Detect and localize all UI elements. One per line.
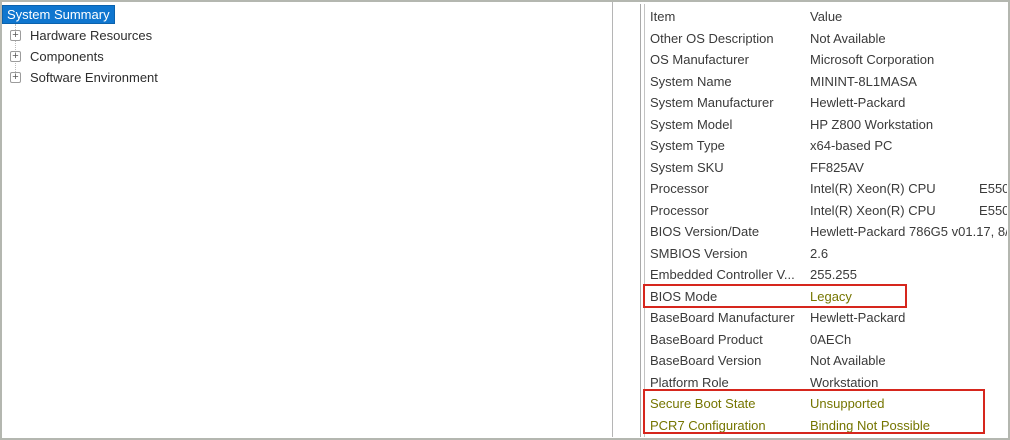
detail-row[interactable]: BIOS Mode Legacy [645, 286, 1007, 308]
detail-row[interactable]: System SKU FF825AV [645, 157, 1007, 179]
tree-item-label: Software Environment [30, 70, 158, 85]
item-cell: Processor [650, 202, 709, 218]
detail-row[interactable]: Secure Boot State Unsupported [645, 393, 1007, 415]
value-cell: Not Available [810, 353, 886, 368]
value-cell: Hewlett-Packard [810, 95, 906, 110]
item-cell: Processor [650, 181, 709, 196]
item-cell: BaseBoard Version [650, 353, 762, 368]
detail-row[interactable]: BIOS Version/Date Hewlett-Packard 786G5 v… [645, 221, 1007, 243]
value-cell: MININT-8L1MASA [810, 73, 917, 89]
value-cell: HP Z800 Workstation [810, 116, 934, 132]
expand-plus-icon[interactable]: + [10, 30, 21, 42]
value-cell: Not Available [810, 30, 886, 46]
item-cell: BIOS Version/Date [650, 224, 760, 239]
pane-divider[interactable] [640, 4, 641, 437]
item-cell: Platform Role [650, 374, 729, 390]
details-header-row: Item Value [645, 6, 1007, 28]
value-cell: Workstation [810, 374, 879, 390]
value-cell: 255.255 [810, 267, 857, 282]
item-cell: OS Manufacturer [650, 52, 749, 67]
item-cell: BaseBoard Product [650, 331, 763, 347]
item-cell: System Model [650, 116, 733, 132]
tree-item-label: Hardware Resources [30, 28, 153, 43]
detail-row[interactable]: SMBIOS Version 2.6 [645, 243, 1007, 265]
detail-row[interactable]: BaseBoard Manufacturer Hewlett-Packard [645, 307, 1007, 329]
item-cell: Other OS Description [650, 30, 774, 46]
value-cell: Hewlett-Packard [810, 310, 906, 325]
category-tree-pane: System Summary + Hardware Resources + Compon… [2, 2, 613, 437]
detail-row[interactable]: PCR7 Configuration Binding Not Possible [645, 415, 1007, 437]
value-cell: Intel(R) Xeon(R) CPU E5506 [810, 181, 1007, 196]
detail-row[interactable]: Other OS Description Not Available [645, 28, 1007, 50]
item-cell: System Type [650, 138, 725, 153]
tree-item-label: Components [30, 49, 104, 64]
tree-item-system-summary[interactable]: System Summary [2, 4, 612, 25]
detail-row[interactable]: System Name MININT-8L1MASA [645, 71, 1007, 93]
tree-item-label: System Summary [2, 5, 115, 24]
detail-row[interactable]: Processor Intel(R) Xeon(R) CPU E5506 [645, 200, 1007, 222]
value-cell: Hewlett-Packard 786G5 v01.17, 8/ [810, 224, 1007, 239]
value-cell: FF825AV [810, 159, 864, 175]
detail-row[interactable]: BaseBoard Product 0AECh [645, 329, 1007, 351]
detail-row[interactable]: System Type x64-based PC [645, 135, 1007, 157]
detail-row[interactable]: System Manufacturer Hewlett-Packard [645, 92, 1007, 114]
item-cell: System SKU [650, 159, 724, 175]
tree-item-hardware-resources[interactable]: + Hardware Resources [2, 25, 612, 46]
detail-row[interactable]: System Model HP Z800 Workstation [645, 114, 1007, 136]
item-cell: Secure Boot State [650, 396, 756, 411]
item-cell: BaseBoard Manufacturer [650, 310, 795, 325]
item-cell: BIOS Mode [650, 288, 718, 304]
detail-row[interactable]: Platform Role Workstation [645, 372, 1007, 394]
value-cell: Intel(R) Xeon(R) CPU E5506 [810, 202, 1007, 218]
value-cell: 0AECh [810, 331, 852, 347]
item-cell: SMBIOS Version [650, 245, 748, 261]
value-cell: Legacy [810, 288, 852, 304]
expand-plus-icon[interactable]: + [10, 72, 21, 84]
detail-row[interactable]: Embedded Controller V... 255.255 [645, 264, 1007, 286]
detail-row[interactable]: Processor Intel(R) Xeon(R) CPU E5506 [645, 178, 1007, 200]
column-header-value[interactable]: Value [810, 9, 843, 24]
value-cell: Microsoft Corporation [810, 52, 935, 67]
expand-plus-icon[interactable]: + [10, 51, 21, 63]
column-header-item[interactable]: Item [650, 9, 676, 24]
detail-row[interactable]: OS Manufacturer Microsoft Corporation [645, 49, 1007, 71]
tree-items: System Summary + Hardware Resources + Compon… [2, 4, 612, 88]
value-cell: Unsupported [810, 396, 885, 411]
tree-item-software-environment[interactable]: + Software Environment [2, 67, 612, 88]
item-cell: System Name [650, 73, 732, 89]
tree-item-components[interactable]: + Components [2, 46, 612, 67]
item-cell: Embedded Controller V... [650, 267, 795, 282]
pane-divider-inner [644, 4, 645, 437]
value-cell: 2.6 [810, 245, 829, 261]
detail-row[interactable]: BaseBoard Version Not Available [645, 350, 1007, 372]
value-cell: x64-based PC [810, 138, 893, 153]
item-cell: System Manufacturer [650, 95, 774, 110]
item-cell: PCR7 Configuration [650, 417, 766, 433]
value-cell: Binding Not Possible [810, 417, 930, 433]
